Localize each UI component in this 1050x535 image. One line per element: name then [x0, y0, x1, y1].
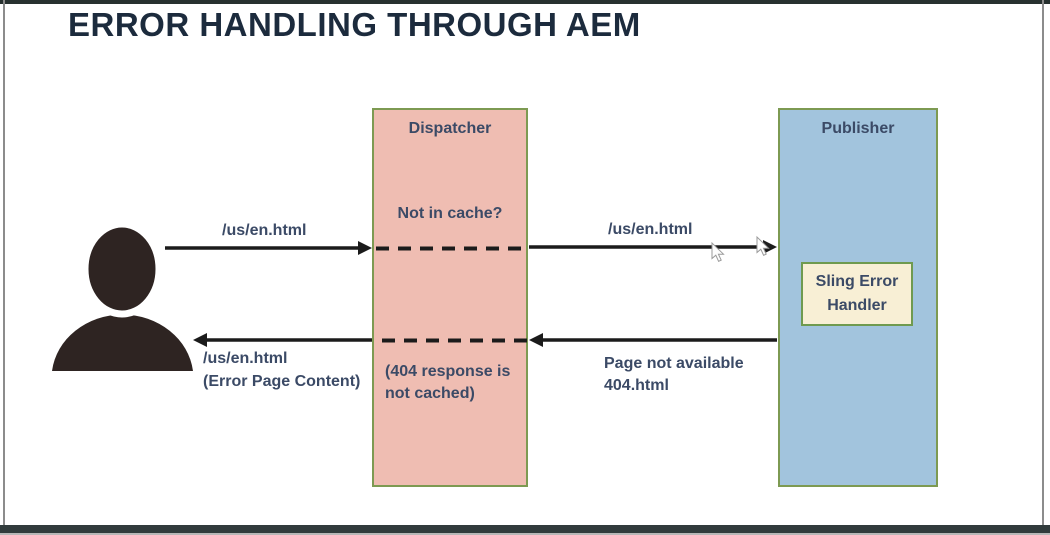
user-response-label: /us/en.html (Error Page Content)	[203, 347, 360, 393]
forward-request-label: /us/en.html	[608, 221, 693, 238]
arrowhead-dispatcher-to-user	[193, 333, 207, 347]
sling-error-handler-box: Sling Error Handler	[801, 262, 913, 326]
arrowhead-user-to-dispatcher	[358, 241, 372, 255]
slide-border-right	[1042, 0, 1044, 535]
video-top-bar	[0, 0, 1050, 4]
user-response-path: /us/en.html	[203, 350, 288, 367]
page-title: ERROR HANDLING THROUGH AEM	[68, 6, 641, 43]
sling-error-handler-label: Sling Error Handler	[815, 273, 899, 314]
person-shoulders	[52, 314, 193, 371]
mouse-pointer-icon	[756, 235, 770, 256]
user-response-note: (Error Page Content)	[203, 373, 361, 390]
arrowhead-publisher-to-dispatcher	[529, 333, 543, 347]
arrowhead-dispatcher-to-publisher	[763, 240, 777, 254]
dispatcher-box: Dispatcher	[372, 108, 528, 487]
response-not-cached-note: (404 response is not cached)	[385, 363, 511, 402]
video-bottom-edge	[0, 533, 1050, 535]
slide-border-left	[3, 0, 5, 535]
publisher-response-label: Page not available 404.html	[604, 355, 744, 394]
user-request-label: /us/en.html	[222, 222, 307, 239]
person-head	[81, 223, 163, 318]
person-icon	[52, 223, 193, 371]
video-bottom-bar	[0, 525, 1050, 533]
not-in-cache-note: Not in cache?	[397, 205, 503, 222]
mouse-pointer-icon	[711, 241, 725, 262]
dispatcher-title: Dispatcher	[408, 120, 492, 137]
publisher-title: Publisher	[821, 120, 895, 137]
